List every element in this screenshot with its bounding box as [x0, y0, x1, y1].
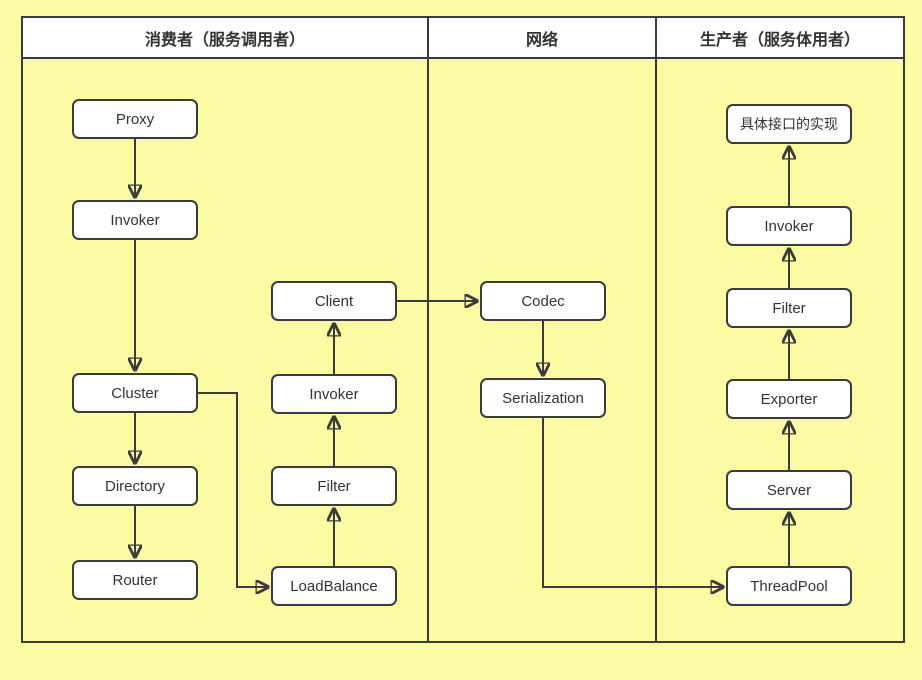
- node-directory: Directory: [72, 466, 198, 506]
- column-consumer: 消费者（服务调用者）: [23, 18, 429, 641]
- column-network: 网络: [429, 18, 657, 641]
- column-header-consumer: 消费者（服务调用者）: [23, 18, 427, 59]
- column-header-provider: 生产者（服务体用者）: [657, 18, 903, 59]
- node-server: Server: [726, 470, 852, 510]
- node-router: Router: [72, 560, 198, 600]
- node-client-filter: Filter: [271, 466, 397, 506]
- node-client: Client: [271, 281, 397, 321]
- column-provider: 生产者（服务体用者）: [657, 18, 903, 641]
- node-provider-filter: Filter: [726, 288, 852, 328]
- node-proxy: Proxy: [72, 99, 198, 139]
- diagram-frame: 消费者（服务调用者） 网络 生产者（服务体用者）: [21, 16, 905, 643]
- node-loadbalance: LoadBalance: [271, 566, 397, 606]
- node-provider-invoker: Invoker: [726, 206, 852, 246]
- node-consumer-invoker: Invoker: [72, 200, 198, 240]
- node-cluster: Cluster: [72, 373, 198, 413]
- node-exporter: Exporter: [726, 379, 852, 419]
- node-serialization: Serialization: [480, 378, 606, 418]
- node-client-invoker: Invoker: [271, 374, 397, 414]
- node-codec: Codec: [480, 281, 606, 321]
- node-impl: 具体接口的实现: [726, 104, 852, 144]
- column-header-network: 网络: [429, 18, 655, 59]
- node-threadpool: ThreadPool: [726, 566, 852, 606]
